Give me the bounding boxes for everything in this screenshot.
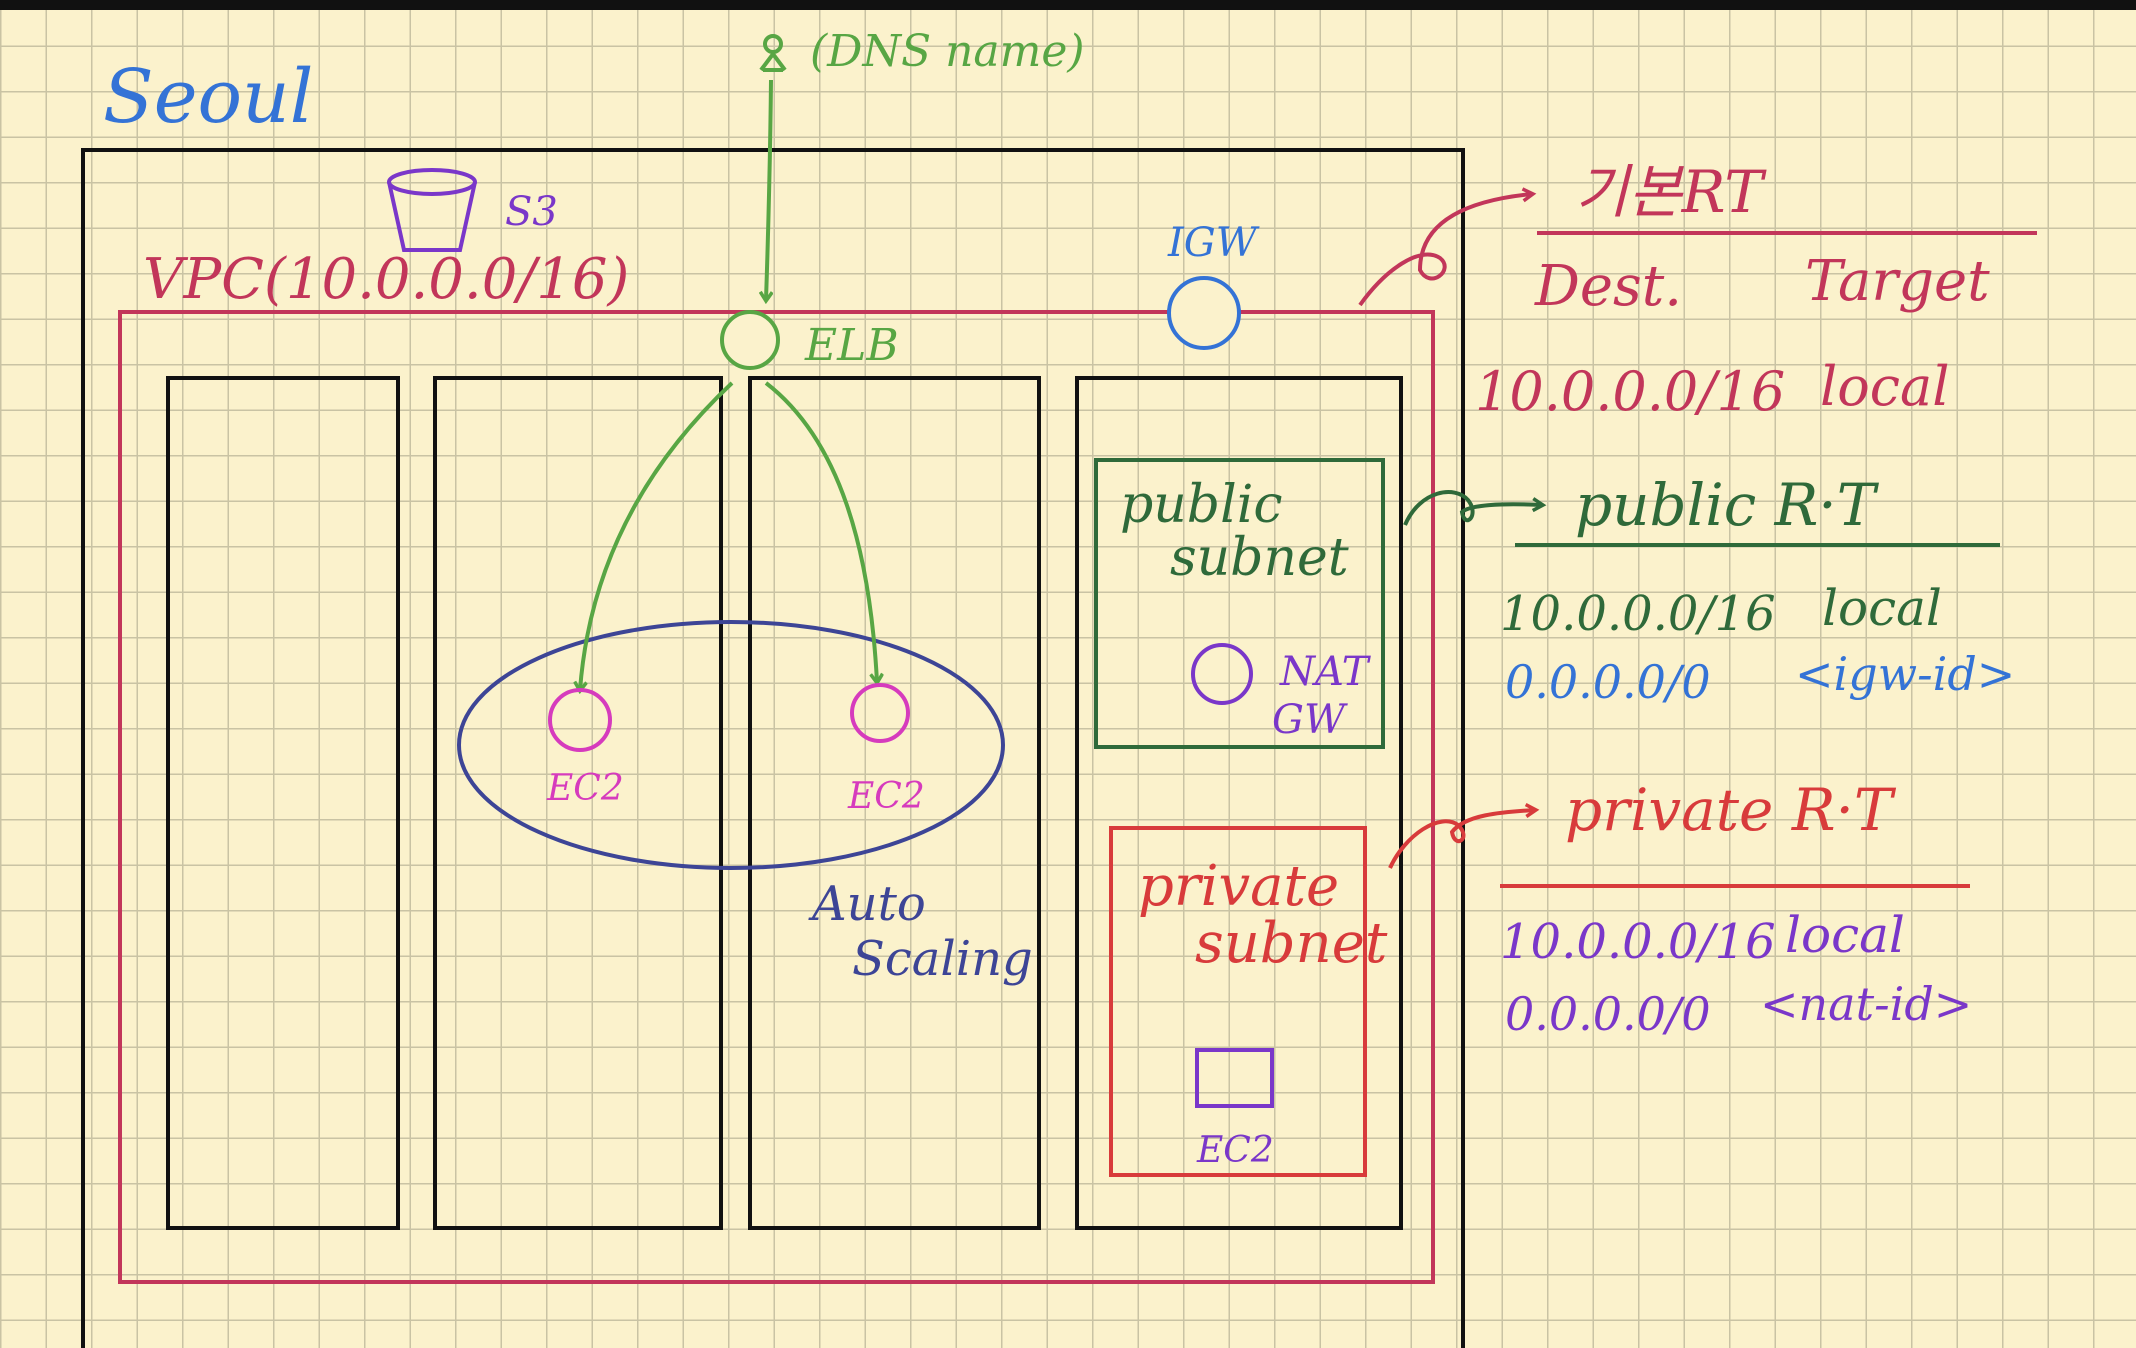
subnet-column-1 <box>166 376 400 1230</box>
region-box <box>81 148 1465 1348</box>
subnet-column-2 <box>433 376 723 1230</box>
vpc-label: VPC(10.0.0.0/16) <box>143 247 629 312</box>
ec2-label-2: EC2 <box>847 776 925 817</box>
autoscaling-ellipse <box>457 620 1005 870</box>
private-rt-title: private R·T <box>1565 776 1897 844</box>
private-rt-row-2-target: <nat-id> <box>1760 977 1972 1031</box>
region-label: Seoul <box>103 54 313 140</box>
vpc-box <box>118 310 1435 1284</box>
private-rt-arrow <box>1388 802 1540 869</box>
elb-icon <box>720 310 780 370</box>
public-rt-row-2-target: <igw-id> <box>1795 647 2015 701</box>
ec2-icon-1 <box>548 688 612 752</box>
autoscaling-label-line1: Auto <box>808 876 926 932</box>
default-rt-col-dest: Dest. <box>1534 254 1682 319</box>
private-subnet-label-line1: private <box>1138 854 1339 919</box>
public-subnet-box <box>1094 458 1385 749</box>
elb-to-ec2-left-arrow <box>580 381 734 690</box>
default-rt-row-1-dest: 10.0.0.0/16 <box>1475 360 1785 423</box>
public-rt-title: public R·T <box>1575 471 1880 539</box>
private-rt-row-2-dest: 0.0.0.0/0 <box>1505 987 1711 1041</box>
nat-gw-icon <box>1191 643 1253 705</box>
autoscaling-label-line2: Scaling <box>852 931 1033 987</box>
dns-label: (DNS name) <box>810 26 1085 77</box>
public-subnet-label-line1: public <box>1120 475 1282 535</box>
igw-icon <box>1167 276 1241 350</box>
nat-label-line2: GW <box>1272 697 1348 743</box>
default-rt-col-target: Target <box>1805 249 1990 314</box>
private-rt-row-1-dest: 10.0.0.0/16 <box>1500 914 1776 970</box>
private-subnet-box <box>1109 826 1367 1177</box>
ec2-icon-2 <box>850 683 910 743</box>
nat-label-line1: NAT <box>1279 649 1372 695</box>
dns-user-icon <box>759 34 787 72</box>
default-rt-arrow <box>1358 187 1537 307</box>
private-rt-row-1-target: local <box>1785 906 1905 964</box>
s3-label: S3 <box>505 189 558 235</box>
default-rt-row-1-target: local <box>1820 355 1950 418</box>
subnet-column-3 <box>748 376 1041 1230</box>
elb-label: ELB <box>804 320 899 371</box>
default-rt-title: 기본RT <box>1575 158 1767 226</box>
ec2-label-1: EC2 <box>546 768 624 809</box>
public-rt-row-1-target: local <box>1822 579 1942 637</box>
public-rt-row-2-dest: 0.0.0.0/0 <box>1505 655 1711 709</box>
public-subnet-label-line2: subnet <box>1170 528 1349 588</box>
dns-to-elb-arrow <box>766 79 771 300</box>
igw-label: IGW <box>1167 220 1260 266</box>
top-bar <box>0 0 2136 10</box>
public-rt-row-1-dest: 10.0.0.0/16 <box>1500 586 1776 642</box>
private-ec2-icon <box>1195 1048 1274 1108</box>
s3-bucket-icon <box>387 168 477 252</box>
private-ec2-label: EC2 <box>1196 1130 1274 1171</box>
public-rt-arrow <box>1403 490 1547 526</box>
private-subnet-label-line2: subnet <box>1195 911 1388 976</box>
elb-to-ec2-right-arrow <box>764 381 877 682</box>
subnet-column-4 <box>1075 376 1403 1230</box>
